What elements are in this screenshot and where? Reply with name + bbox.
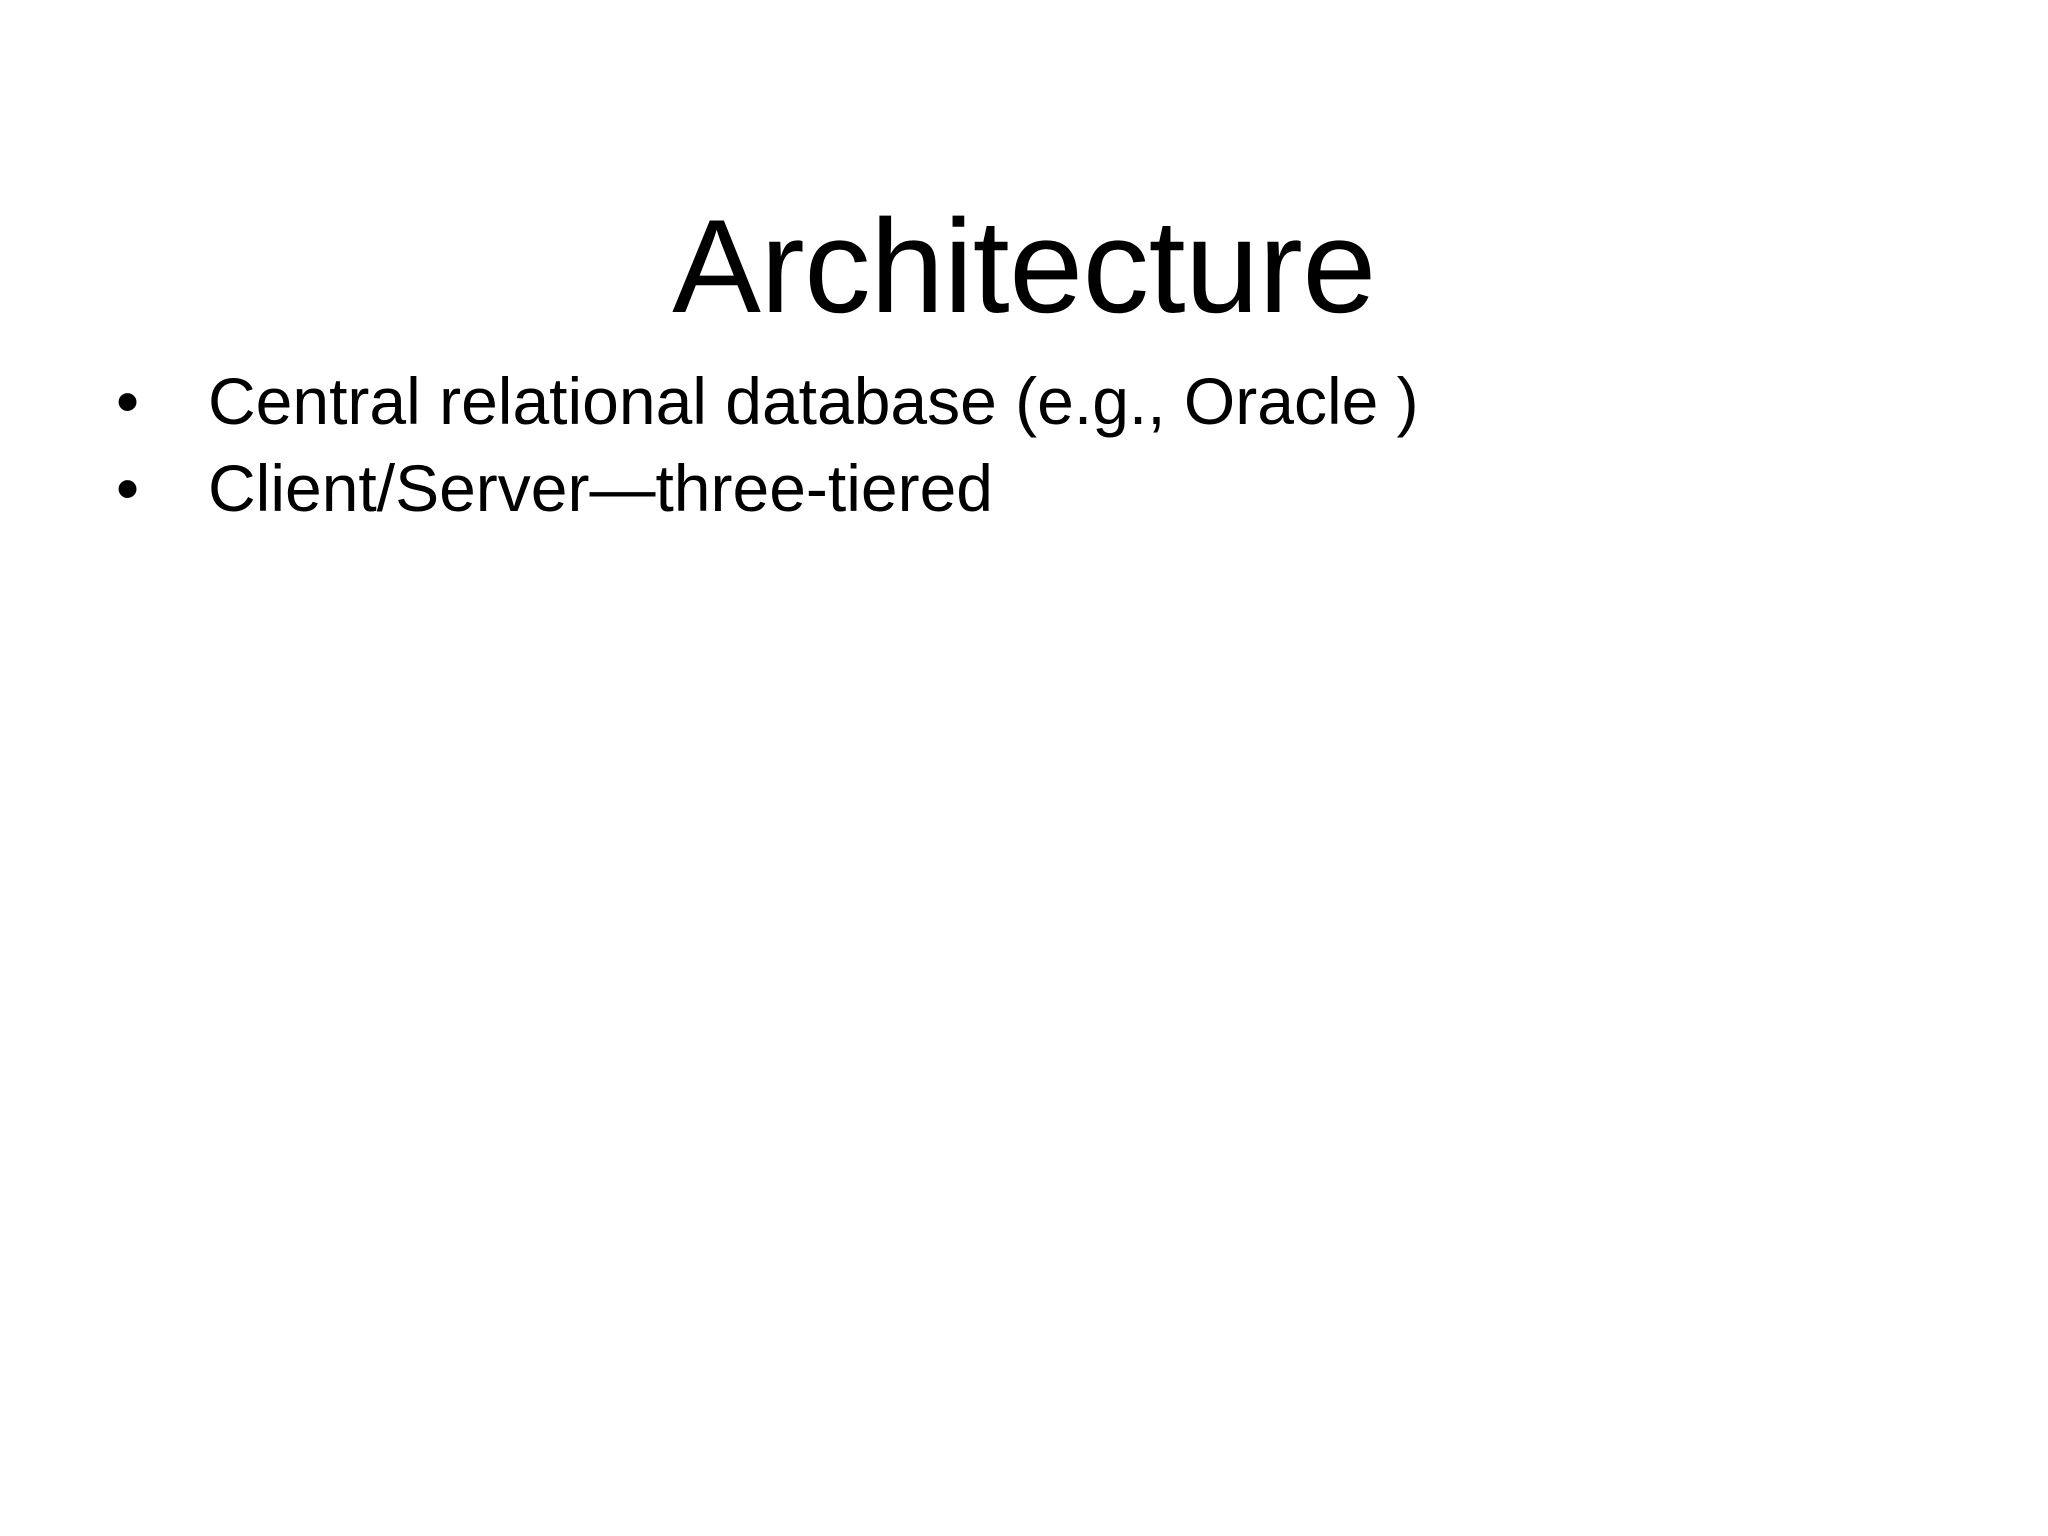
page-title: Architecture <box>672 193 1376 342</box>
list-item: • Central relational database (e.g., Ora… <box>116 358 1936 445</box>
bullet-dot-icon: • <box>116 364 140 438</box>
list-item: • Client/Server—three-tiered <box>116 445 1936 532</box>
bullet-dot-icon: • <box>116 451 140 525</box>
list-item-label: Central relational database (e.g., Oracl… <box>208 364 1419 438</box>
list-item-label: Client/Server—three-tiered <box>208 451 993 525</box>
bullet-list: • Central relational database (e.g., Ora… <box>116 358 1936 532</box>
